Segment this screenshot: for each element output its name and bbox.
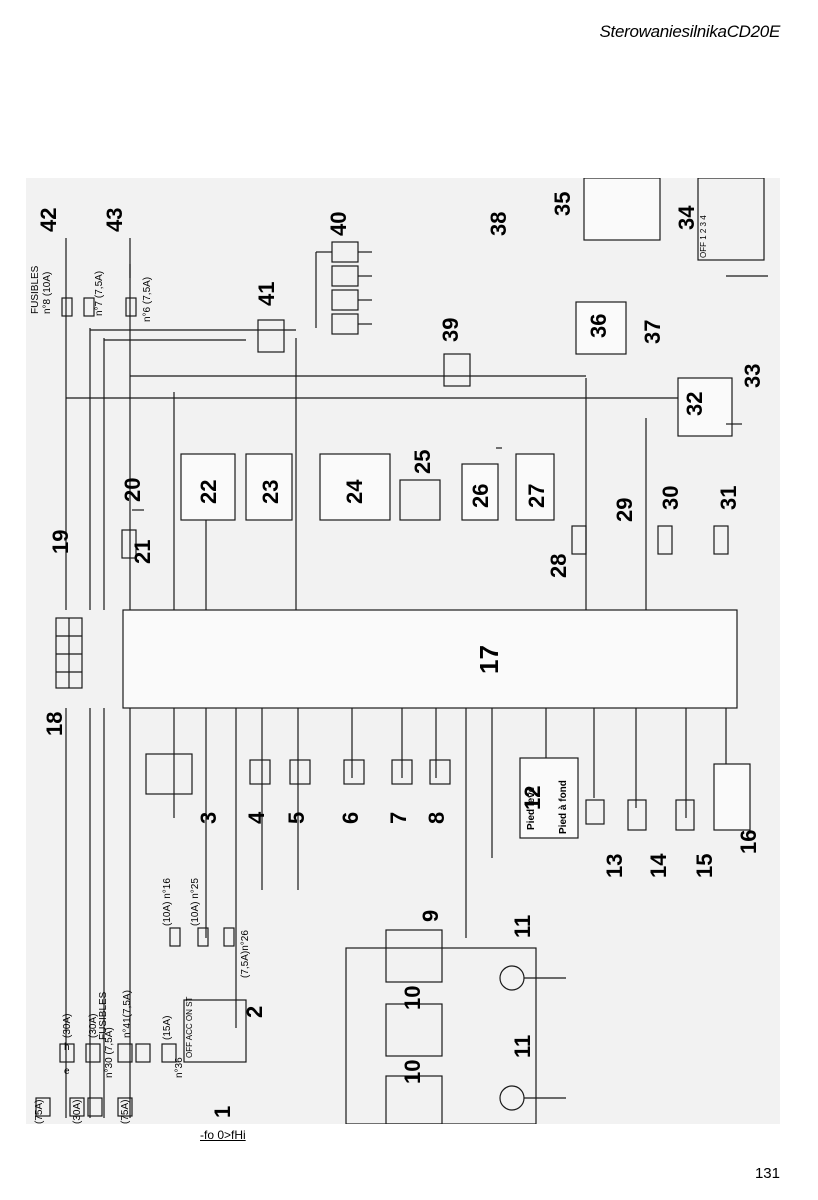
fuse-n30-label: n°30 (7,5A) — [104, 1027, 115, 1078]
ignition-switch-positions: OFF ACC ON ST — [185, 997, 194, 1058]
label-34: 34 — [674, 205, 699, 230]
fuse-e-label: e — [64, 1066, 70, 1077]
fuse-n6-label: n°6 (7,5A) — [142, 277, 153, 322]
label-20: 20 — [120, 478, 145, 502]
label-19: 19 — [48, 530, 73, 554]
label-35: 35 — [550, 192, 575, 216]
label-23: 23 — [258, 480, 283, 504]
label-6: 6 — [338, 812, 363, 824]
label-25: 25 — [410, 450, 435, 474]
footer-mark: -fo 0>fHi — [200, 1128, 246, 1142]
wiring-diagram-svg: 42 43 41 40 39 38 35 34 36 37 32 33 22 2… — [30, 178, 768, 1124]
label-10-upper: 10 — [400, 986, 425, 1010]
fuse-n16-label: (10A) n°16 — [162, 878, 173, 926]
fuse-n26-label: (7,5A)n°26 — [240, 930, 251, 978]
label-27: 27 — [524, 484, 549, 508]
fuse-n36-label: n°36 — [174, 1057, 185, 1078]
label-18: 18 — [42, 712, 67, 736]
fuse-n7-label: n°7 (7,5A) — [94, 271, 105, 316]
fuse-30a-3: (30A) — [72, 1100, 83, 1124]
label-31: 31 — [716, 486, 741, 510]
label-7: 7 — [386, 812, 411, 824]
label-15: 15 — [692, 854, 717, 878]
label-5: 5 — [284, 812, 309, 824]
label-11-upper: 11 — [510, 915, 535, 938]
switch-pied-leve-label: Pied levé — [526, 786, 537, 830]
label-42: 42 — [36, 208, 61, 232]
label-43: 43 — [102, 208, 127, 232]
label-33: 33 — [740, 364, 765, 388]
wiring-diagram: 42 43 41 40 39 38 35 34 36 37 32 33 22 2… — [26, 178, 780, 1124]
fuse-n8-label: n°8 (10A) — [42, 272, 53, 314]
label-8: 8 — [424, 812, 449, 824]
label-4: 4 — [244, 811, 269, 824]
switch-pied-a-fond-label: Pied à fond — [558, 780, 569, 834]
label-14: 14 — [646, 853, 671, 878]
label-16: 16 — [736, 830, 761, 854]
page-number: 131 — [754, 1165, 780, 1182]
label-30: 30 — [658, 486, 683, 510]
label-10-lower: 10 — [400, 1060, 425, 1084]
label-39: 39 — [438, 318, 463, 342]
label-24: 24 — [342, 479, 367, 504]
label-21: 21 — [130, 540, 155, 564]
label-9: 9 — [418, 910, 443, 922]
fuse-75a-1: (75A) — [34, 1100, 45, 1124]
label-40: 40 — [326, 212, 351, 236]
wires — [35, 178, 768, 1124]
fuse-n41-label: n°41(7,5A) — [122, 990, 133, 1038]
label-29: 29 — [612, 498, 637, 522]
fuse-n25-label: (10A) n°25 — [190, 878, 201, 926]
label-38: 38 — [486, 212, 511, 236]
label-17: 17 — [474, 645, 504, 674]
fuse-30a-2: (30A) — [88, 1014, 99, 1038]
ecu-17-box — [122, 609, 738, 709]
page-header-title: SterowaniesilnikaCD20E — [599, 22, 781, 41]
label-11-lower: 11 — [510, 1035, 535, 1058]
label-37: 37 — [640, 320, 665, 344]
label-3: 3 — [196, 812, 221, 824]
fuse-75a-2: (75A) — [120, 1100, 131, 1124]
label-26: 26 — [468, 484, 493, 508]
label-1: 1 — [210, 1106, 235, 1118]
label-13: 13 — [602, 854, 627, 878]
fusibles-bottom-label: FUSIBLES — [98, 991, 109, 1040]
fuse-h-label: h — [64, 1042, 70, 1053]
label-12: 12 — [520, 786, 545, 810]
fusibles-top-label: FUSIBLES — [30, 265, 41, 314]
label-2: 2 — [242, 1006, 267, 1018]
label-28: 28 — [546, 554, 571, 578]
fuse-30a-1: (30A) — [62, 1014, 73, 1038]
label-22: 22 — [196, 480, 221, 504]
label-41: 41 — [254, 282, 279, 306]
label-32: 32 — [682, 392, 707, 416]
label-36: 36 — [586, 314, 611, 338]
fuse-15a: (15A) — [162, 1016, 173, 1040]
switch-34-positions: OFF 1 2 3 4 — [699, 215, 708, 258]
